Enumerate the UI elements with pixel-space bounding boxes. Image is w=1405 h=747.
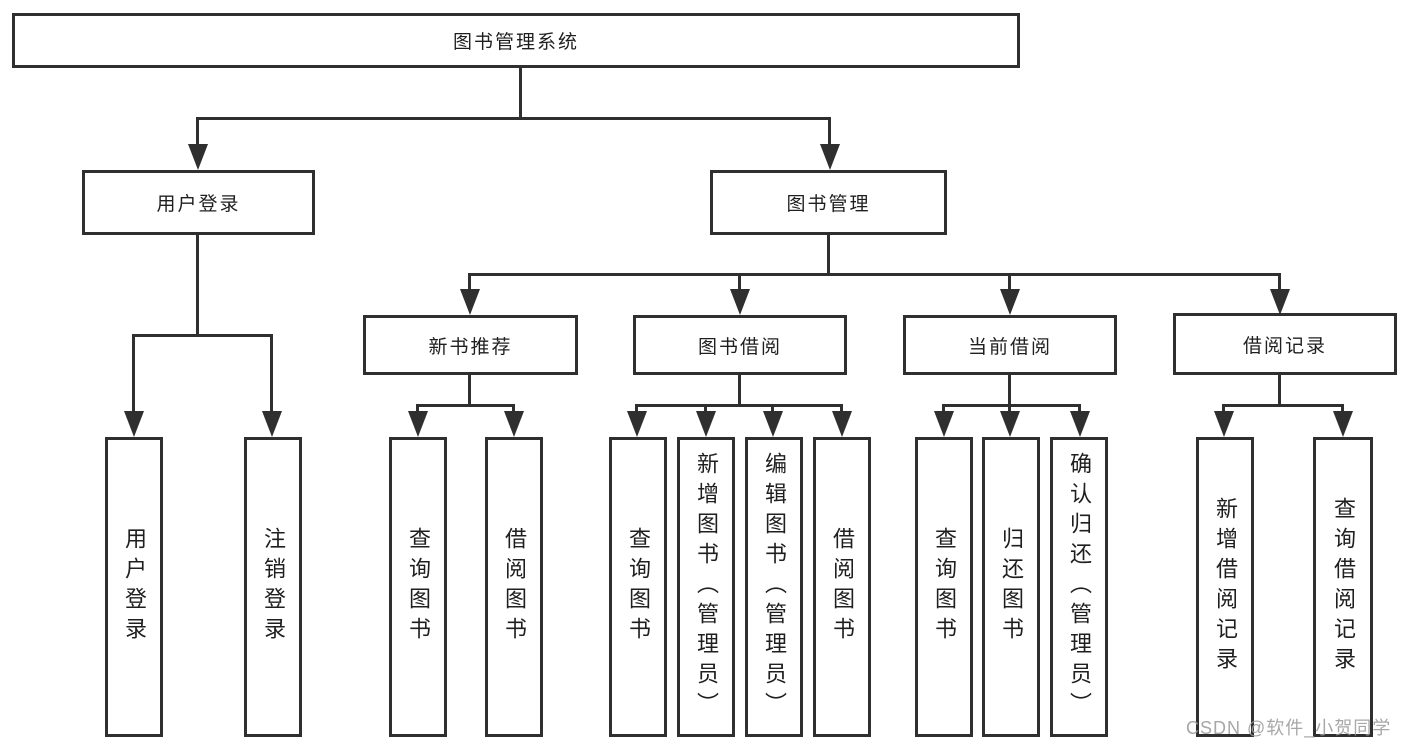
node-label: 用户登录 bbox=[156, 194, 241, 215]
arrow-down-br-query bbox=[1341, 405, 1344, 411]
node-borrow-records: 借阅记录 bbox=[1173, 313, 1397, 375]
node-label: 图书管理 bbox=[786, 194, 871, 215]
leaf-label: 归还图书 bbox=[999, 527, 1024, 647]
connector-currentborrow-stem bbox=[1008, 375, 1011, 406]
leaf-bookborrow-add-books-admin: 新增图书（管理员） bbox=[677, 437, 735, 737]
connector-currentborrow-rail bbox=[942, 404, 1081, 407]
connector-newbook-stem bbox=[468, 375, 471, 406]
node-book-management: 图书管理 bbox=[710, 170, 947, 235]
connector-borrowrecords-stem bbox=[1278, 375, 1281, 406]
leaf-bookborrow-query-books: 查询图书 bbox=[609, 437, 667, 737]
arrow-down-to-newbook bbox=[468, 274, 471, 289]
leaf-bookborrow-edit-books-admin: 编辑图书（管理员） bbox=[745, 437, 803, 737]
leaf-label: 查询借阅记录 bbox=[1331, 497, 1356, 677]
leaf-records-add-borrow-record: 新增借阅记录 bbox=[1196, 437, 1254, 737]
csdn-watermark: CSDN @软件_小贺同学 bbox=[1186, 718, 1392, 738]
leaf-label: 注销登录 bbox=[261, 527, 286, 647]
arrow-down-to-borrowrecords bbox=[1278, 274, 1281, 289]
leaf-label: 查询图书 bbox=[406, 527, 431, 647]
leaf-label: 查询图书 bbox=[626, 527, 651, 647]
leaf-label: 借阅图书 bbox=[830, 527, 855, 647]
leaf-label: 查询图书 bbox=[932, 527, 957, 647]
arrow-down-bb-add bbox=[704, 405, 707, 411]
arrow-down-cb-query bbox=[942, 405, 945, 411]
arrow-down-to-currentborrow bbox=[1008, 274, 1011, 289]
leaf-user-login: 用户登录 bbox=[105, 437, 163, 737]
leaf-label: 新增借阅记录 bbox=[1213, 497, 1238, 677]
leaf-label: 用户登录 bbox=[122, 527, 147, 647]
connector-root-rail bbox=[196, 117, 831, 120]
connector-root-stem bbox=[519, 68, 522, 118]
node-user-login: 用户登录 bbox=[82, 170, 315, 235]
node-label: 新书推荐 bbox=[428, 336, 513, 358]
node-label: 图书管理系统 bbox=[452, 32, 579, 53]
connector-userlogin-stem bbox=[196, 235, 199, 336]
leaf-currentborrow-return-books: 归还图书 bbox=[982, 437, 1040, 737]
connector-newbook-rail bbox=[416, 404, 515, 407]
leaf-label: 确认归还（管理员） bbox=[1067, 452, 1092, 722]
node-library-management-system: 图书管理系统 bbox=[12, 13, 1020, 68]
arrow-down-bb-query bbox=[635, 405, 638, 411]
node-new-book-recommend: 新书推荐 bbox=[363, 315, 578, 375]
node-label: 图书借阅 bbox=[697, 336, 782, 358]
leaf-label: 编辑图书（管理员） bbox=[762, 452, 787, 722]
connector-userlogin-rail bbox=[132, 334, 273, 337]
arrow-down-to-bookborrow bbox=[738, 274, 741, 289]
connector-borrowrecords-rail bbox=[1222, 404, 1344, 407]
arrow-down-to-user-login bbox=[196, 118, 199, 144]
arrow-down-to-logout-leaf bbox=[270, 335, 273, 411]
arrow-down-bb-borrow bbox=[840, 405, 843, 411]
arrow-down-bb-edit bbox=[771, 405, 774, 411]
leaf-label: 新增图书（管理员） bbox=[694, 452, 719, 722]
node-label: 当前借阅 bbox=[967, 336, 1052, 358]
arrow-down-newbook-query bbox=[416, 405, 419, 411]
arrow-down-to-login-leaf bbox=[132, 335, 135, 411]
leaf-logout: 注销登录 bbox=[244, 437, 302, 737]
leaf-currentborrow-confirm-return-admin: 确认归还（管理员） bbox=[1050, 437, 1108, 737]
leaf-newbook-borrow-books: 借阅图书 bbox=[485, 437, 543, 737]
connector-bookborrow-rail bbox=[635, 404, 843, 407]
connector-bookmgmt-stem bbox=[827, 235, 830, 275]
arrow-down-br-add bbox=[1222, 405, 1225, 411]
node-current-borrow: 当前借阅 bbox=[903, 315, 1117, 375]
leaf-currentborrow-query-books: 查询图书 bbox=[915, 437, 973, 737]
leaf-bookborrow-borrow-books: 借阅图书 bbox=[813, 437, 871, 737]
arrow-down-to-book-mgmt bbox=[828, 118, 831, 144]
leaf-records-query-borrow-record: 查询借阅记录 bbox=[1313, 437, 1373, 737]
node-book-borrow: 图书借阅 bbox=[633, 315, 847, 375]
connector-bookborrow-stem bbox=[738, 375, 741, 406]
arrow-down-cb-return bbox=[1008, 405, 1011, 411]
connector-bookmgmt-rail bbox=[468, 273, 1281, 276]
node-label: 借阅记录 bbox=[1242, 335, 1327, 357]
leaf-newbook-query-books: 查询图书 bbox=[389, 437, 447, 737]
arrow-down-newbook-borrow bbox=[512, 405, 515, 411]
leaf-label: 借阅图书 bbox=[502, 527, 527, 647]
arrow-down-cb-confirm bbox=[1078, 405, 1081, 411]
